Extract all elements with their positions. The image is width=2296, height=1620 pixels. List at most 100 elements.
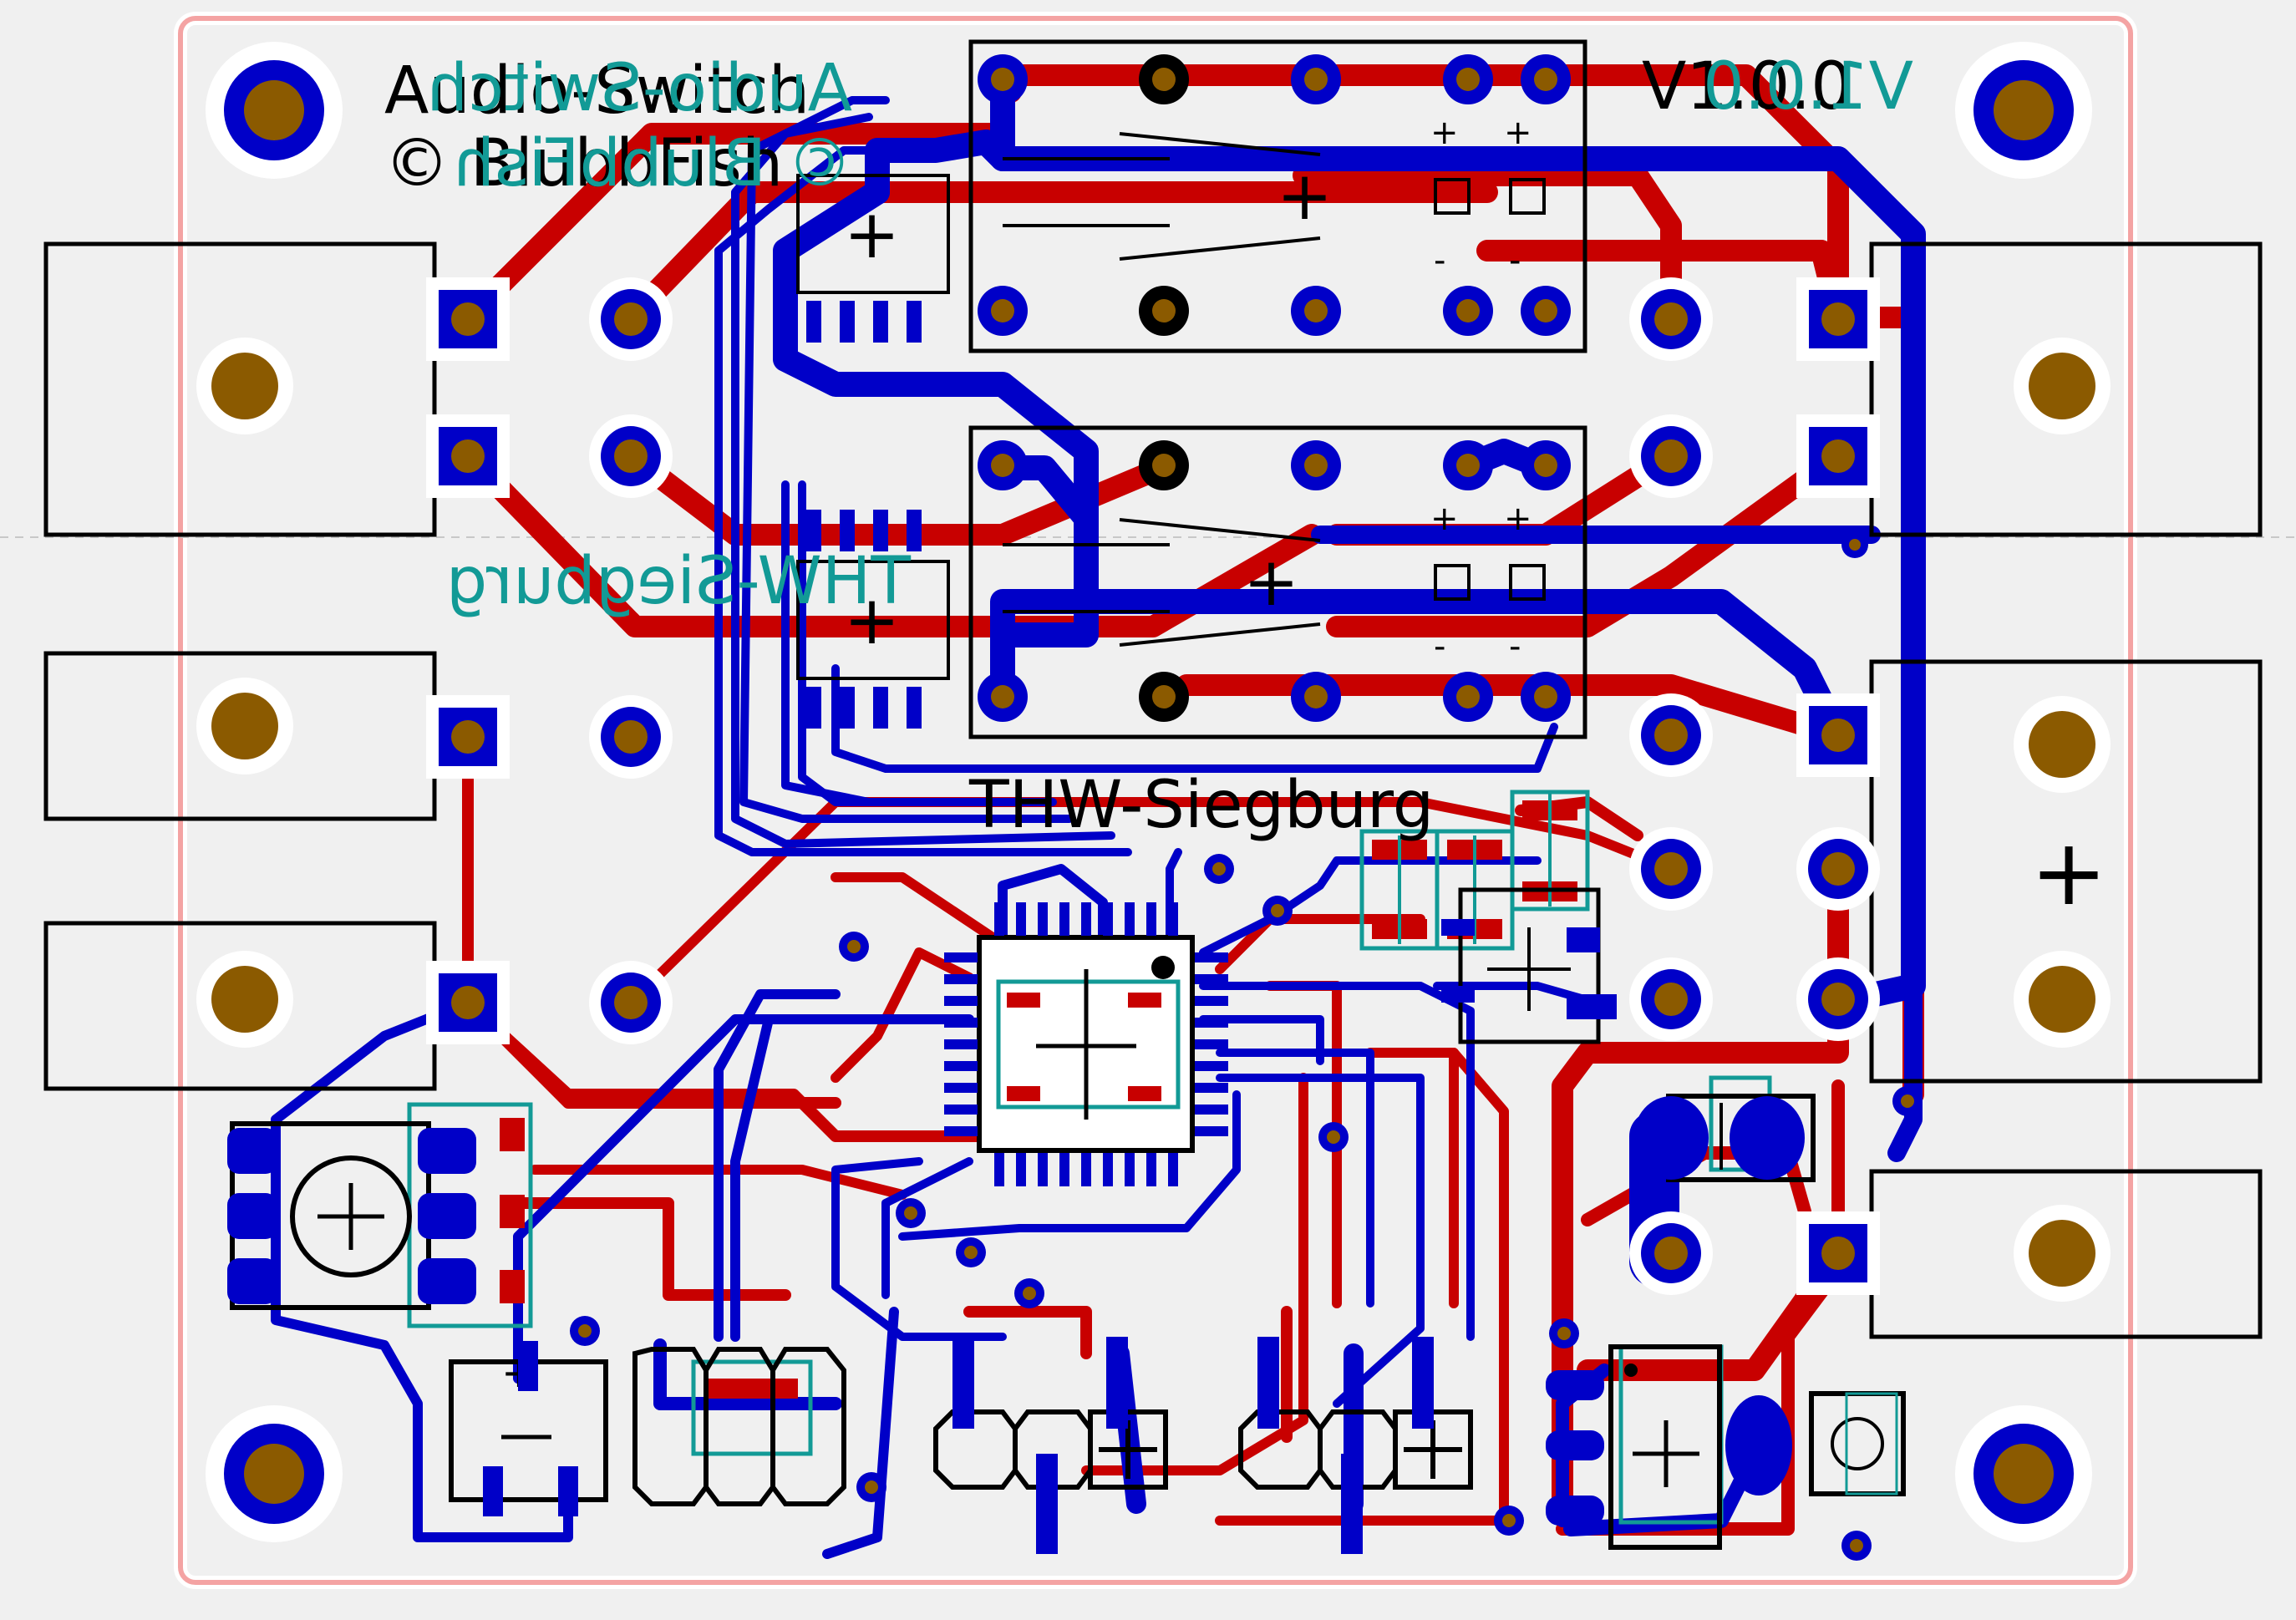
relay-outline: [968, 39, 1587, 353]
octagon-pad: [589, 961, 673, 1044]
relay-pin: [1291, 286, 1341, 336]
square-pad: [426, 695, 510, 779]
smd-resistor: [691, 1359, 813, 1456]
relay-pin: [1443, 672, 1493, 722]
board-org-mirrored: THW-Siegburg: [446, 544, 912, 619]
relay-diode-minus-1: -: [1434, 241, 1445, 280]
square-pad: [1796, 277, 1880, 361]
board-version-mirrored: V1.0.0: [1703, 49, 1913, 124]
connector-outlines: [43, 241, 2263, 1339]
relay-coil-symbol: [1003, 132, 1321, 261]
relay-pin: [1291, 54, 1341, 104]
relay-plus-label: +: [1243, 543, 1299, 621]
jack-mount-pad: [196, 678, 293, 774]
audio-jack-right-1-outline: [1869, 241, 2263, 537]
board-copyright-mirrored: © BlubbFish: [454, 126, 852, 201]
board-org: THW-Siegburg: [968, 768, 1434, 843]
relay-pin: [1291, 672, 1341, 722]
relay-pin: [1139, 672, 1189, 722]
octagon-pad: [1796, 957, 1880, 1041]
mounting-hole-bottom-right: [1973, 1424, 2074, 1524]
voltage-regulator: [1441, 887, 1617, 1044]
jack-mount-pad: [196, 951, 293, 1048]
mounting-hole-bottom-left: [224, 1424, 324, 1524]
octagon-pad: [589, 695, 673, 779]
octagon-pad: [1629, 414, 1713, 498]
jack-signal-pads: [426, 277, 1880, 1295]
square-pad: [426, 277, 510, 361]
relay-pin: [1291, 440, 1341, 490]
vias: [570, 531, 1923, 1561]
silkscreen-top: Audio-Switch © BlubbFish V1.0.0 THW-Sieg…: [384, 49, 2107, 926]
relay-diode-plus-2: +: [1504, 114, 1532, 152]
jack-mount-pad: [2014, 951, 2111, 1048]
board-title-mirrored: Audio-Switch: [427, 51, 852, 126]
relay-pin: [1443, 440, 1493, 490]
relay-pin: [1521, 672, 1571, 722]
pin1-marker: [1151, 956, 1175, 979]
relay-diode-minus-2: -: [1509, 241, 1521, 280]
octagon-pad: [589, 277, 673, 361]
relay-diode-2: [1509, 564, 1546, 601]
relay-pin: [978, 672, 1028, 722]
sot-regulator: [1546, 1344, 1792, 1550]
relay-pin: [978, 440, 1028, 490]
square-pad: [1796, 693, 1880, 777]
relay-top: + + + - -: [968, 39, 1587, 353]
relay-plus-label: +: [1277, 157, 1333, 235]
relay-diode-plus-2: +: [1504, 500, 1532, 538]
relay-pin: [1443, 286, 1493, 336]
jack-mount-pad: [2014, 338, 2111, 434]
transistor-top: +: [796, 174, 950, 343]
relay-diode-1: [1434, 178, 1471, 215]
square-pad: [1796, 1211, 1880, 1295]
smd-capacitor: [1359, 829, 1440, 951]
octagon-pad: [1796, 827, 1880, 911]
qfn-ic: [944, 902, 1228, 1186]
relay-diode-plus-1: +: [1430, 500, 1459, 538]
square-pad: [426, 414, 510, 498]
relay-outline: [968, 425, 1587, 739]
jack-mount-pad: [196, 338, 293, 434]
octagon-pad: [1629, 277, 1713, 361]
trimmer-potentiometer: [227, 1121, 476, 1310]
jack-mount-pad: [2014, 696, 2111, 793]
octagon-pad: [1629, 693, 1713, 777]
octagon-pad: [1629, 1211, 1713, 1295]
square-pad: [426, 961, 510, 1044]
transistor-plus: +: [844, 581, 900, 659]
relay-diode-minus-1: -: [1434, 627, 1445, 666]
octagon-pad: [1629, 827, 1713, 911]
relay-diode-1: [1434, 564, 1471, 601]
relay-bottom: + + + - -: [968, 425, 1587, 739]
pin-header-pads: [952, 1337, 1434, 1554]
relay-pin: [1521, 286, 1571, 336]
octagon-pad: [1629, 957, 1713, 1041]
jack-mount-pad: [2014, 1205, 2111, 1302]
silkscreen-bottom: Audio-Switch © BlubbFish V1.0.0 THW-Sieg…: [427, 49, 1913, 619]
relay-pin: [978, 286, 1028, 336]
connector-mount-pads: [196, 338, 2111, 1302]
relay-pin: [1443, 54, 1493, 104]
square-pad: [1796, 414, 1880, 498]
led: [1809, 1391, 1906, 1496]
octagon-pad: [589, 414, 673, 498]
transistor-bottom: +: [796, 510, 950, 729]
relay-pin: [1139, 286, 1189, 336]
pin-header-3pin-left: [632, 1347, 846, 1506]
relay-pin: [1139, 440, 1189, 490]
relay-pin: [978, 54, 1028, 104]
relay-pin: [1521, 440, 1571, 490]
relay-pin: [1139, 54, 1189, 104]
relay-diode-minus-2: -: [1509, 627, 1521, 666]
smd-capacitor: [1510, 790, 1590, 912]
relay-coil-symbol: [1003, 518, 1321, 647]
board-edge: [178, 16, 2133, 1585]
relay-diode-2: [1509, 178, 1546, 215]
electrolytic-capacitor-right: [1633, 1094, 1816, 1182]
connector-plus-label: +: [2030, 819, 2107, 926]
board-version: V1.0.0: [1642, 49, 1852, 124]
mounting-holes: [224, 60, 2074, 1524]
relay-pin: [1521, 54, 1571, 104]
board-title: Audio-Switch: [384, 53, 810, 129]
